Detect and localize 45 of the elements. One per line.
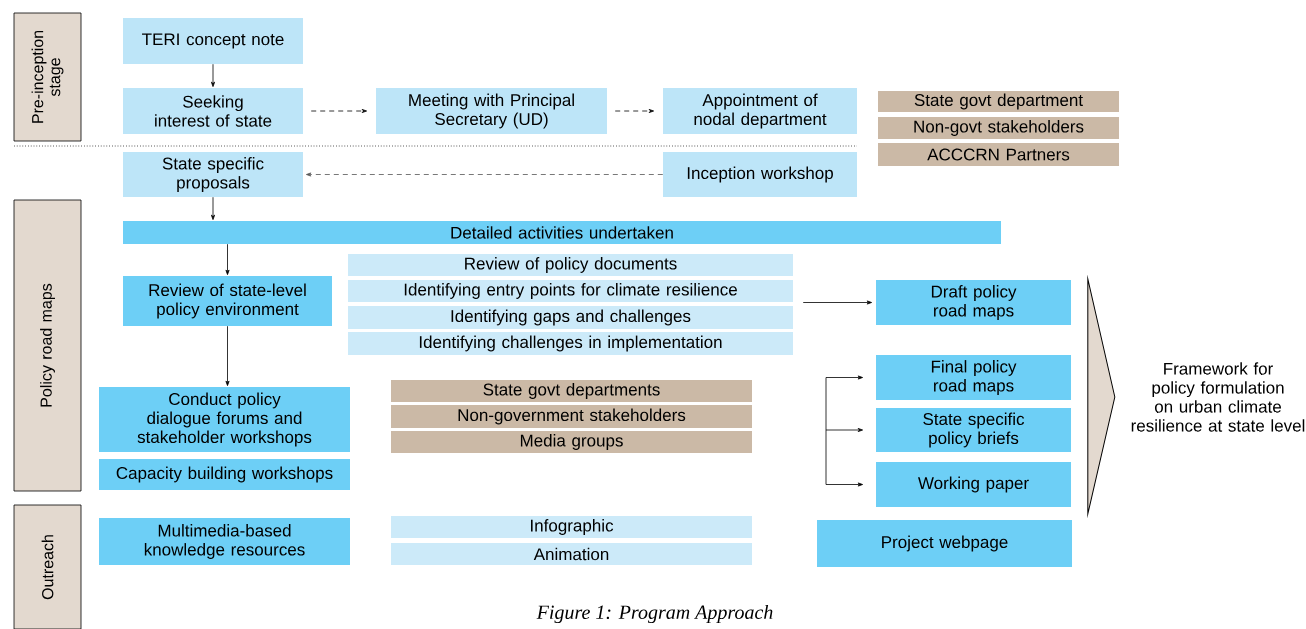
activity-box: Identifying gaps and challenges	[348, 306, 793, 329]
arrow	[225, 325, 230, 386]
activity-box: Animation	[391, 543, 752, 565]
process-box: Seeking interest of state	[123, 88, 303, 134]
process-box: Appointment of nodal department	[663, 88, 857, 134]
process-box: Draft policy road maps	[876, 280, 1071, 325]
process-box: Capacity building workshops	[99, 459, 350, 490]
stakeholder-box: Non-govt stakeholders	[878, 117, 1119, 139]
process-box: Inception workshop	[663, 152, 857, 197]
arrow	[211, 63, 215, 87]
activity-box: Review of policy documents	[348, 254, 793, 276]
activity-box: Identifying challenges in implementation	[348, 332, 793, 355]
stakeholder-box: State govt departments	[391, 380, 752, 402]
stakeholder-box: Media groups	[391, 431, 752, 453]
stakeholder-box: State govt department	[878, 91, 1119, 112]
process-box: Conduct policy dialogue forums and stakeholder workshops	[99, 387, 350, 452]
arrow	[225, 243, 230, 275]
arrow	[614, 109, 654, 113]
caption: Figure 1: Program Approach	[536, 604, 773, 624]
stage-band: Policy road maps	[13, 199, 82, 492]
arrow	[825, 375, 863, 431]
activity-box: Infographic	[391, 516, 752, 538]
arrow	[802, 300, 872, 305]
process-box: TERI concept note	[123, 18, 303, 64]
arrow	[211, 196, 215, 220]
process-box: State specific policy briefs	[876, 408, 1071, 452]
stage-band: Pre-inception stage	[13, 12, 82, 142]
stage-band: Outreach	[13, 504, 82, 629]
process-box: Working paper	[876, 462, 1071, 507]
process-box: Final policy road maps	[876, 355, 1071, 400]
activity-box: Identifying entry points for climate resilience	[348, 280, 793, 302]
arrow	[310, 109, 367, 113]
arrow	[306, 172, 664, 177]
chevron-arrow	[1087, 278, 1116, 515]
process-box: Project webpage	[817, 520, 1072, 567]
outcome-text: Framework for policy formulation on urban climate resilience at state level	[1131, 362, 1305, 432]
process-box: Meeting with Principal Secretary (UD)	[376, 88, 607, 134]
stakeholder-box: ACCCRN Partners	[878, 143, 1119, 166]
process-box: Review of state-level policy environment	[123, 276, 332, 326]
process-box: Detailed activities undertaken	[123, 221, 1001, 244]
arrow	[825, 428, 863, 432]
process-box: State specific proposals	[123, 152, 303, 197]
stakeholder-box: Non-government stakeholders	[391, 405, 752, 428]
arrow	[825, 429, 863, 487]
process-box: Multimedia-based knowledge resources	[99, 518, 350, 565]
